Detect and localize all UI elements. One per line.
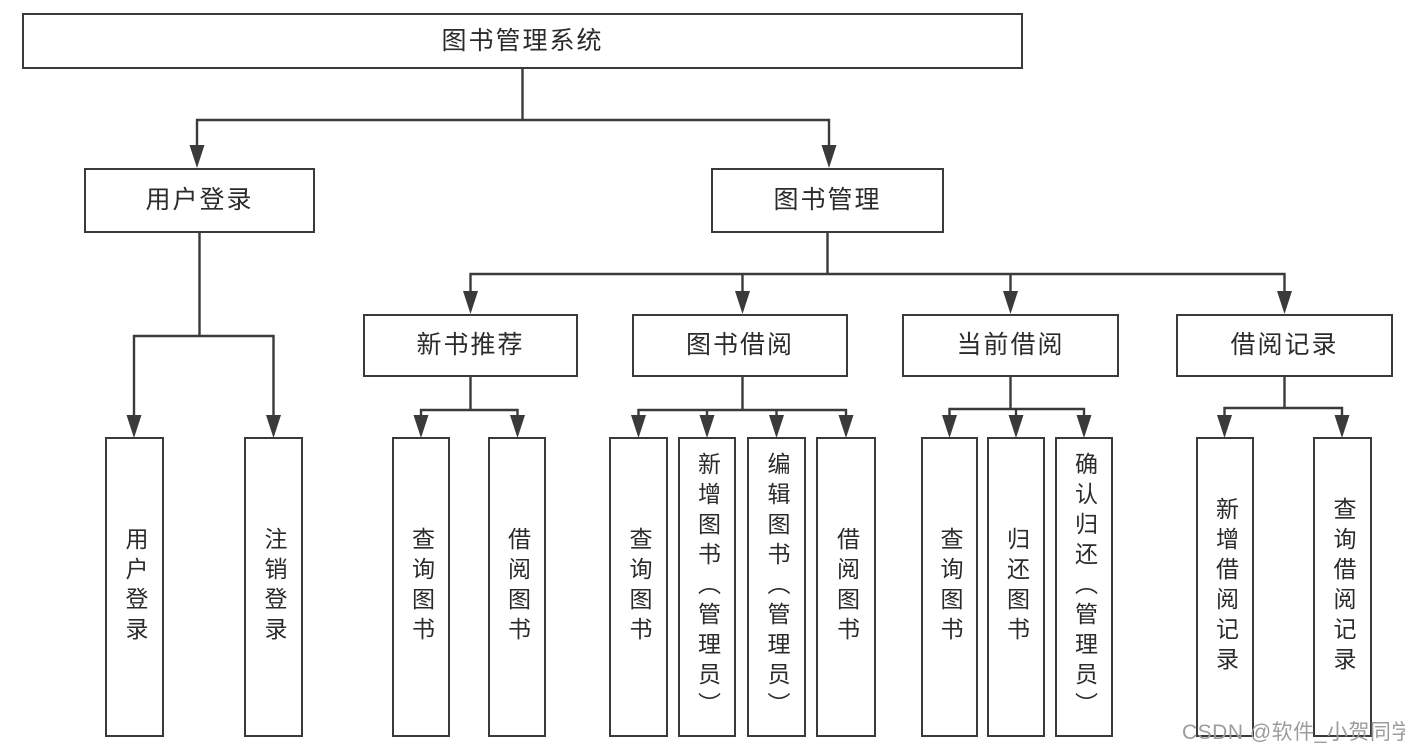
leaf-borrow-add-books-admin: 新增图书（管理员） — [678, 437, 736, 737]
leaf-borrow-query-books: 查询图书 — [609, 437, 668, 737]
node-root-system: 图书管理系统 — [22, 13, 1023, 69]
leaf-current-return-books: 归还图书 — [987, 437, 1045, 737]
node-book-borrow: 图书借阅 — [632, 314, 848, 377]
node-borrow-records: 借阅记录 — [1176, 314, 1393, 377]
node-current-borrow: 当前借阅 — [902, 314, 1119, 377]
node-new-book-recommend: 新书推荐 — [363, 314, 578, 377]
leaf-history-add-record: 新增借阅记录 — [1196, 437, 1254, 737]
leaf-newbook-query-books: 查询图书 — [392, 437, 450, 737]
leaf-current-confirm-return-admin: 确认归还（管理员） — [1055, 437, 1113, 737]
csdn-watermark: CSDN @软件_小贺同学 — [1182, 721, 1405, 744]
leaf-borrow-borrow-books: 借阅图书 — [816, 437, 876, 737]
leaf-logout: 注销登录 — [244, 437, 303, 737]
leaf-current-query-books: 查询图书 — [921, 437, 978, 737]
leaf-newbook-borrow-books: 借阅图书 — [488, 437, 546, 737]
node-book-management: 图书管理 — [711, 168, 944, 233]
leaf-user-login: 用户登录 — [105, 437, 164, 737]
leaf-history-query-record: 查询借阅记录 — [1313, 437, 1372, 737]
leaf-borrow-edit-books-admin: 编辑图书（管理员） — [747, 437, 806, 737]
node-user-login: 用户登录 — [84, 168, 315, 233]
